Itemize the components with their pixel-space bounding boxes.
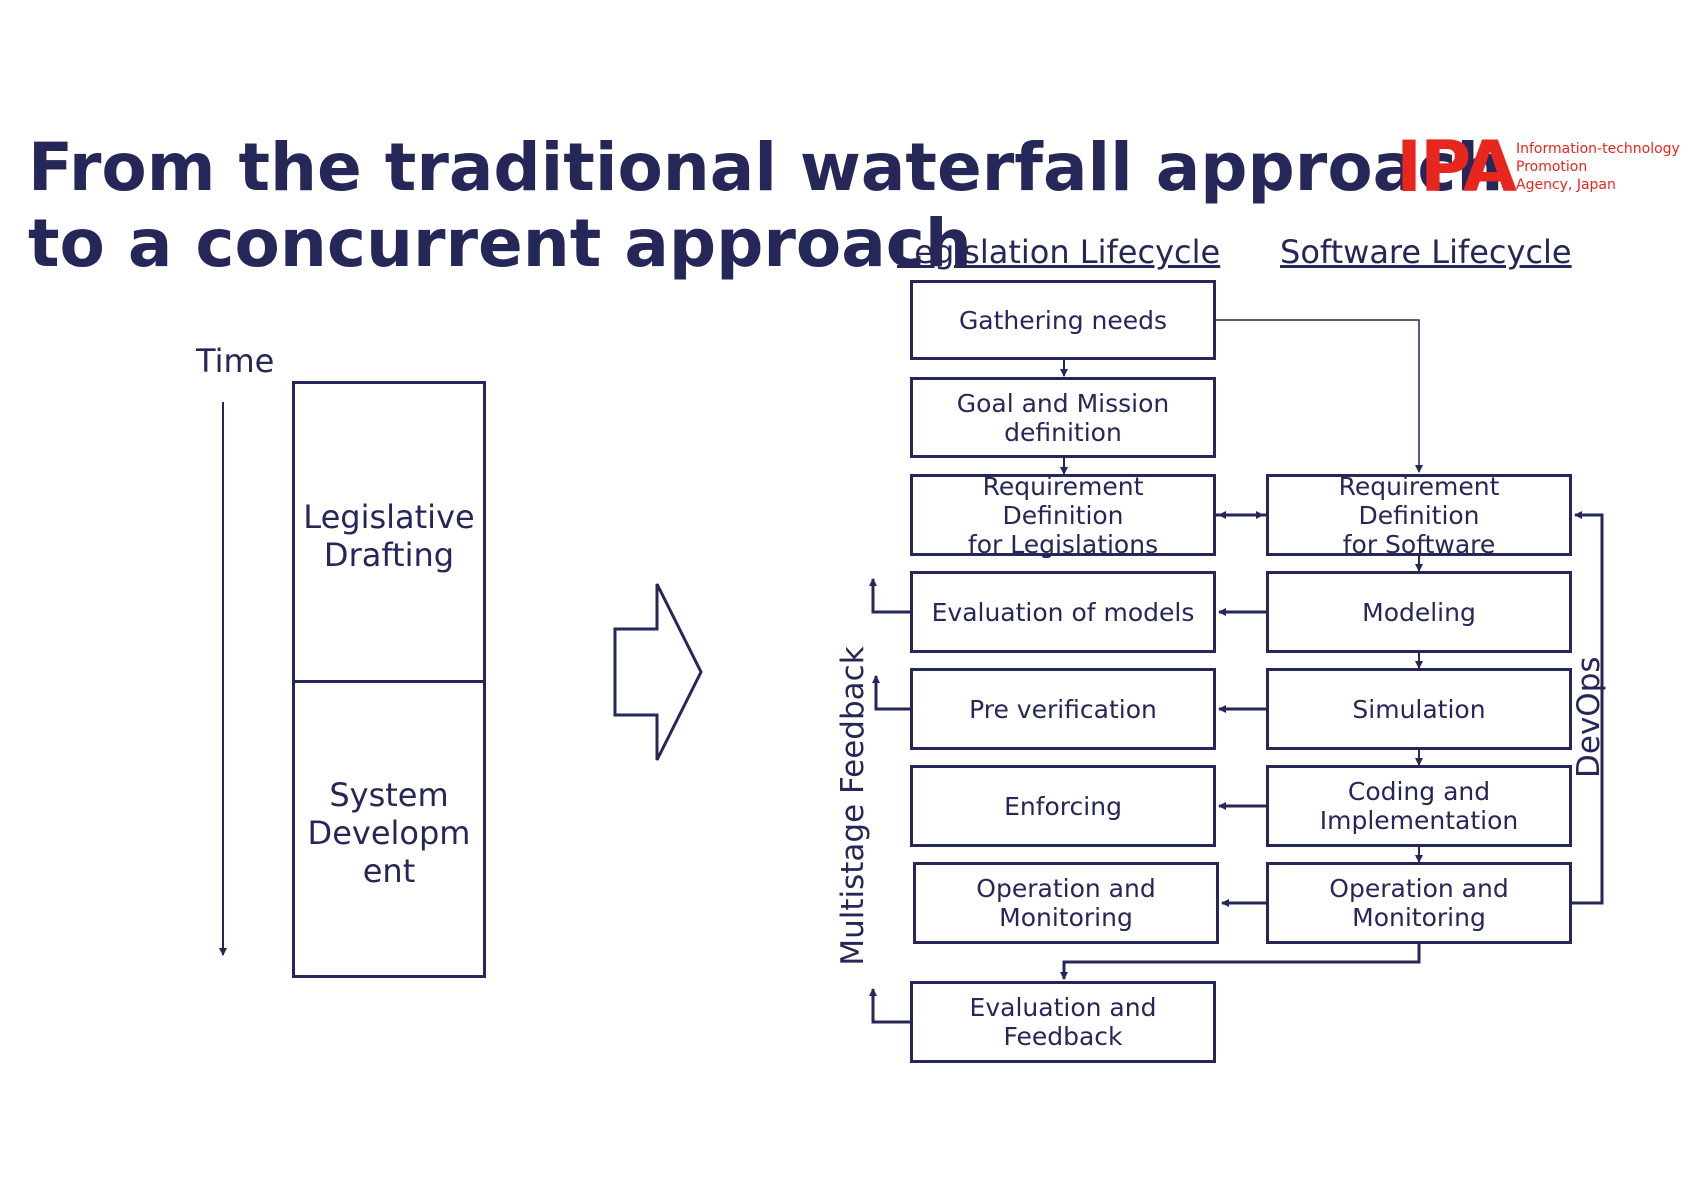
- ipa-logo-text-line-3: Agency, Japan: [1516, 177, 1616, 193]
- step-modeling: Modeling: [1266, 571, 1572, 653]
- waterfall-stack: Legislative Drafting System Developm ent: [292, 381, 486, 978]
- step-coding-implementation: Coding and Implementation: [1266, 765, 1572, 847]
- waterfall-stage-2-line-3: ent: [362, 852, 416, 890]
- step-goal-mission-definition: Goal and Mission definition: [910, 377, 1216, 458]
- step-operation-monitoring-software: Operation and Monitoring: [1266, 862, 1572, 944]
- step-evaluation-and-feedback-label: Evaluation and Feedback: [969, 993, 1157, 1051]
- devops-label: DevOps: [1571, 656, 1607, 778]
- step-pre-verification: Pre verification: [910, 668, 1216, 750]
- step-enforcing-label: Enforcing: [1004, 791, 1122, 821]
- legislation-lifecycle-heading: Legislation Lifecycle: [897, 233, 1221, 271]
- step-evaluation-of-models-label: Evaluation of models: [931, 597, 1195, 627]
- feedback-hook-feedback: [869, 988, 910, 1024]
- transition-arrow: [613, 583, 703, 761]
- step-operation-monitoring-legislation-label: Operation and Monitoring: [976, 874, 1156, 932]
- waterfall-stage-2-line-1: System: [329, 776, 449, 814]
- waterfall-divider: [295, 680, 483, 683]
- step-enforcing: Enforcing: [910, 765, 1216, 847]
- waterfall-stage-1-line-2: Drafting: [323, 536, 455, 574]
- arrow-needs-to-reqsw: [1216, 319, 1423, 473]
- arrow-operation-to-feedback: [1060, 944, 1421, 980]
- step-evaluation-of-models: Evaluation of models: [910, 571, 1216, 653]
- page-title-line-1: From the traditional waterfall approach: [28, 129, 1504, 206]
- feedback-hook-evaluation: [869, 578, 910, 614]
- waterfall-stage-legislative-drafting: Legislative Drafting: [295, 498, 483, 574]
- step-goal-mission-definition-label: Goal and Mission definition: [956, 388, 1170, 447]
- ipa-logo-text: Information-technology Promotion Agency,…: [1516, 140, 1681, 194]
- ipa-logo: IPA Information-technology Promotion Age…: [1396, 126, 1680, 208]
- step-evaluation-and-feedback: Evaluation and Feedback: [910, 981, 1216, 1063]
- ipa-logo-text-line-2: Promotion: [1516, 159, 1588, 175]
- step-requirement-definition-software: Requirement Definition for Software: [1266, 471, 1572, 559]
- devops-loop-arrow: [1572, 511, 1604, 905]
- page-title: From the traditional waterfall approach …: [28, 129, 1504, 282]
- time-label: Time: [196, 342, 275, 380]
- step-coding-implementation-label: Coding and Implementation: [1319, 777, 1519, 835]
- step-operation-monitoring-software-label: Operation and Monitoring: [1329, 874, 1509, 932]
- step-requirement-definition-legislations: Requirement Definition for Legislations: [910, 471, 1216, 559]
- step-modeling-label: Modeling: [1362, 597, 1476, 627]
- waterfall-stage-1-line-1: Legislative: [303, 498, 475, 536]
- step-simulation: Simulation: [1266, 668, 1572, 750]
- waterfall-stage-2-line-2: Developm: [307, 814, 471, 852]
- step-requirement-definition-legislations-label: Requirement Definition for Legislations: [967, 471, 1159, 559]
- waterfall-stage-system-development: System Developm ent: [295, 776, 483, 890]
- feedback-hook-preverification: [872, 675, 910, 711]
- step-requirement-definition-software-label: Requirement Definition for Software: [1338, 471, 1500, 559]
- step-operation-monitoring-legislation: Operation and Monitoring: [913, 862, 1219, 944]
- step-gathering-needs: Gathering needs: [910, 280, 1216, 360]
- step-gathering-needs-label: Gathering needs: [958, 305, 1168, 335]
- multistage-feedback-label: Multistage Feedback: [835, 646, 871, 966]
- step-simulation-label: Simulation: [1352, 694, 1486, 724]
- ipa-logo-mark: IPA: [1396, 126, 1517, 208]
- ipa-logo-text-line-1: Information-technology: [1516, 141, 1680, 157]
- step-pre-verification-label: Pre verification: [969, 694, 1157, 724]
- software-lifecycle-heading: Software Lifecycle: [1280, 233, 1572, 271]
- page-title-line-2: to a concurrent approach: [28, 205, 972, 282]
